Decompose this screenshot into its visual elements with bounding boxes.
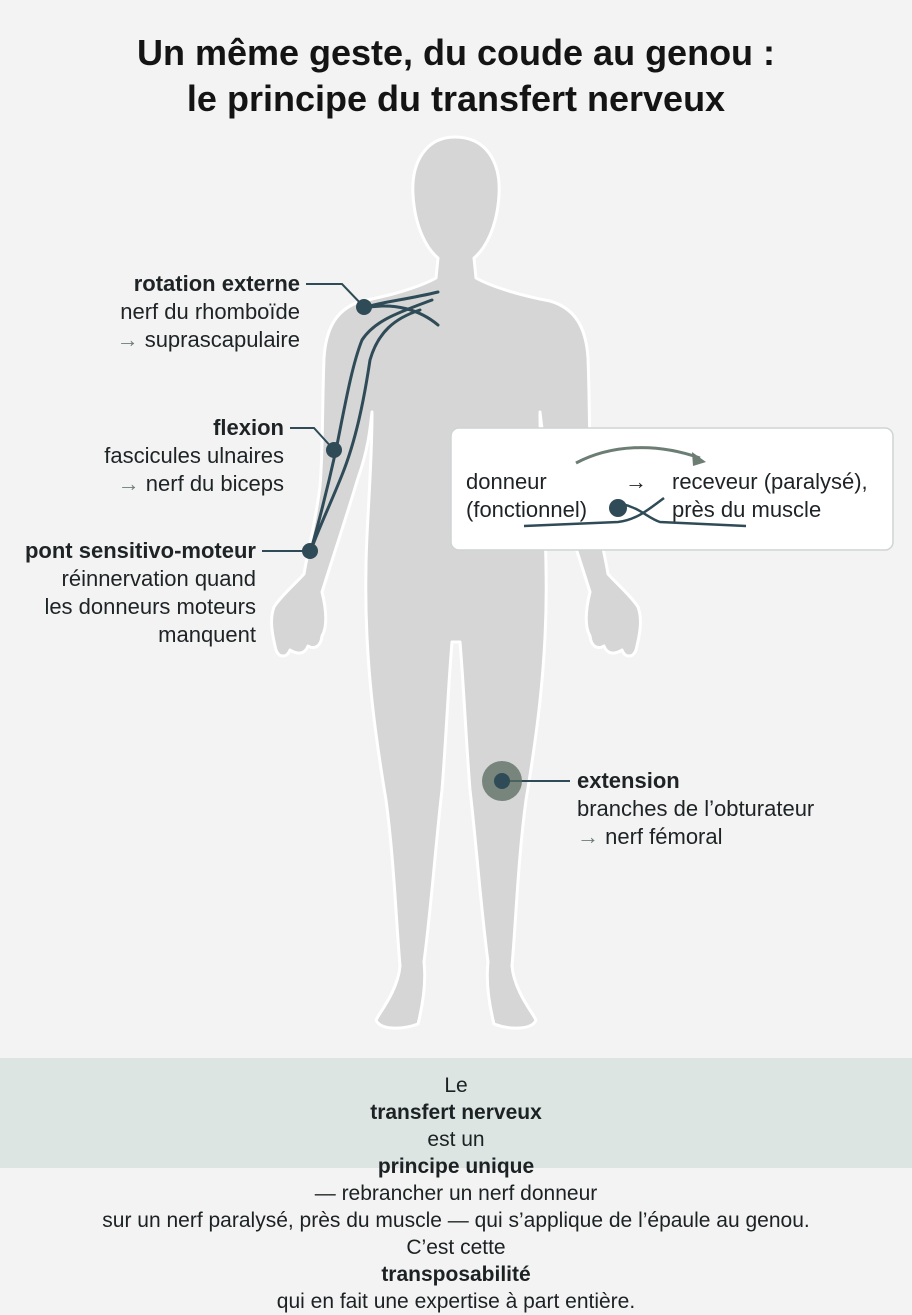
human-silhouette xyxy=(270,135,642,1030)
label-extension-line2: nerf fémoral xyxy=(605,824,723,849)
footer-line-1: Le transfert nerveux est un principe uni… xyxy=(0,1072,912,1207)
legend-recipient-line1: receveur (paralysé), xyxy=(672,469,868,494)
body-diagram xyxy=(262,135,894,1030)
marker-rotation xyxy=(356,299,372,315)
page-title: Un même geste, du coude au genou : le pr… xyxy=(0,30,912,122)
footer-line-2: sur un nerf paralysé, près du muscle — q… xyxy=(102,1209,810,1232)
legend-donor-nerve xyxy=(523,497,665,528)
legend-donor-line2: (fonctionnel) xyxy=(466,497,588,522)
footer-bold-term: principe unique xyxy=(377,1155,535,1178)
label-pont: pont sensitivo-moteur réinnervation quan… xyxy=(25,537,256,649)
nerve-path-4 xyxy=(309,308,422,552)
legend-junction-dot xyxy=(609,499,627,517)
legend-recipient-label: receveur (paralysé), près du muscle xyxy=(672,468,868,524)
label-pont-heading: pont sensitivo-moteur xyxy=(24,538,256,563)
footer-text-part: Le xyxy=(444,1074,468,1097)
arrow-icon: → xyxy=(117,471,140,496)
label-rotation-heading: rotation externe xyxy=(133,271,300,296)
label-extension-line1: branches de l’obturateur xyxy=(577,796,815,821)
legend-arrow-icon: → xyxy=(625,469,647,494)
legend-box xyxy=(450,427,894,551)
label-rotation: rotation externe nerf du rhomboïde → sup… xyxy=(117,270,300,354)
title-line-2: le principe du transfert nerveux xyxy=(186,78,726,119)
label-pont-line1: réinnervation quand xyxy=(61,566,256,591)
legend-curved-arrow-head xyxy=(692,452,706,466)
label-rotation-line2: suprascapulaire xyxy=(144,327,300,352)
title-line-1: Un même geste, du coude au genou : xyxy=(136,32,776,73)
label-rotation-line1: nerf du rhomboïde xyxy=(120,299,300,324)
label-flexion-line1: fascicules ulnaires xyxy=(104,443,284,468)
legend-recipient-nerve xyxy=(621,502,747,528)
legend-recipient-line2: près du muscle xyxy=(672,497,822,522)
footer-text-part: qui en fait une expertise à part entière… xyxy=(276,1290,636,1313)
footer-band: Le transfert nerveux est un principe uni… xyxy=(0,1058,912,1313)
label-pont-line2: les donneurs moteurs xyxy=(44,594,256,619)
callout-rotation-line xyxy=(306,283,365,308)
footer-text: Le transfert nerveux est un principe uni… xyxy=(0,1072,912,1315)
callout-flexion-line xyxy=(290,427,335,451)
footer-text-part: — rebrancher un nerf donneur xyxy=(314,1182,598,1205)
marker-knee xyxy=(494,773,510,789)
marker-pont xyxy=(302,543,318,559)
arrow-icon: → xyxy=(577,824,599,849)
body-figure xyxy=(270,135,642,1030)
label-flexion-line2: nerf du biceps xyxy=(145,471,284,496)
marker-flexion xyxy=(326,442,342,458)
label-extension: extension branches de l’obturateur → ner… xyxy=(577,767,814,851)
legend-curved-arrow xyxy=(575,446,701,465)
legend-donor-line1: donneur xyxy=(466,469,547,494)
infographic: Un même geste, du coude au genou : le pr… xyxy=(0,30,912,1313)
label-flexion-heading: flexion xyxy=(213,415,284,440)
label-flexion: flexion fascicules ulnaires → nerf du bi… xyxy=(104,414,284,498)
footer-bold-term: transposabilité xyxy=(381,1263,531,1286)
label-pont-line3: manquent xyxy=(158,622,256,647)
label-extension-heading: extension xyxy=(577,768,680,793)
legend-frame xyxy=(450,427,894,551)
arrow-icon: → xyxy=(116,327,139,352)
nerve-path-3 xyxy=(309,298,434,552)
legend-donor-label: donneur (fonctionnel) xyxy=(466,468,587,524)
footer-text-part: C’est cette xyxy=(406,1236,506,1259)
footer-line-3: C’est cette transposabilité qui en fait … xyxy=(0,1234,912,1315)
footer-text-part: est un xyxy=(427,1128,485,1151)
footer-bold-term: transfert nerveux xyxy=(370,1101,542,1124)
